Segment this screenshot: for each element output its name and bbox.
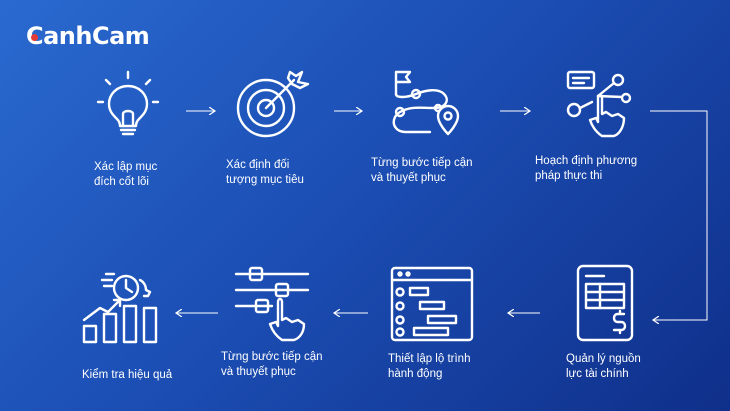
step-4-label: Hoạch định phương pháp thực thi xyxy=(535,154,637,184)
growth-chart-icon xyxy=(82,272,158,344)
logo-red-dot xyxy=(31,34,38,41)
step-5-label: Quản lý nguồn lực tài chính xyxy=(566,352,641,382)
step-5-line2: lực tài chính xyxy=(566,368,629,380)
step-3-label: Từng bước tiếp cận và thuyết phục xyxy=(371,156,473,186)
target-icon xyxy=(236,70,310,138)
canhcam-logo: CanhCam xyxy=(26,22,150,50)
step-7-line1: Từng bước tiếp cận xyxy=(221,351,323,363)
step-1-line1: Xác lập mục xyxy=(94,161,158,173)
hand-network-icon xyxy=(566,70,632,138)
gantt-schedule-icon xyxy=(390,266,474,342)
step-4-line1: Hoạch định phương xyxy=(535,155,638,167)
step-2-label: Xác định đối tượng mục tiêu xyxy=(226,158,304,188)
step-7-line2: và thuyết phục xyxy=(221,366,296,378)
step-6-label: Thiết lập lộ trình hành động xyxy=(388,352,470,382)
step-3-line2: và thuyết phục xyxy=(371,172,446,184)
step-2-line2: tượng mục tiêu xyxy=(226,174,304,186)
step-5-line1: Quản lý nguồn xyxy=(566,353,641,365)
lightbulb-icon xyxy=(96,70,160,136)
logo-text: CanhCam xyxy=(26,22,150,50)
step-6-line2: hành động xyxy=(388,368,443,380)
step-6-line1: Thiết lập lộ trình xyxy=(388,353,471,365)
step-4-line2: pháp thực thi xyxy=(535,170,603,182)
arrow-4-5 xyxy=(650,110,708,320)
step-8-label: Kiểm tra hiệu quả xyxy=(82,368,172,383)
step-1-label: Xác lập mục đích cốt lõi xyxy=(94,160,157,190)
step-1-line2: đích cốt lõi xyxy=(94,176,149,188)
step-7-label: Từng bước tiếp cận và thuyết phục xyxy=(221,350,323,380)
step-3-line1: Từng bước tiếp cận xyxy=(371,157,473,169)
route-map-icon xyxy=(392,70,460,136)
finance-document-icon xyxy=(576,264,634,342)
step-2-line1: Xác định đối xyxy=(226,159,290,171)
sliders-hand-icon xyxy=(234,266,310,342)
step-8-line1: Kiểm tra hiệu quả xyxy=(82,369,173,381)
